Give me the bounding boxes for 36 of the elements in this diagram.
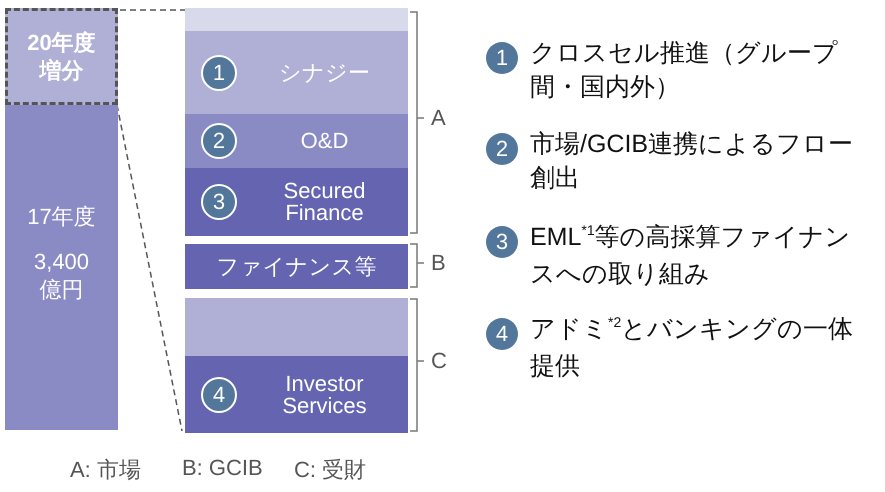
bar-segment (185, 168, 408, 236)
bar-segment (185, 114, 408, 168)
number-circle: 2 (486, 133, 518, 165)
number-circle: 1 (486, 42, 518, 74)
list-text: アドミ$^{*2}$とバンキングの一体提供 (530, 313, 854, 382)
legend-text: C: 受財 (294, 456, 366, 484)
bar-segment (185, 31, 408, 114)
segment-label: O&D (300, 130, 348, 152)
segment-label: ファイナンス等 (216, 256, 376, 278)
segment-label: Secured Finance (282, 180, 366, 224)
segment-label: Investor Services (281, 372, 368, 416)
bar-segment (185, 356, 408, 433)
group-letter: C (431, 348, 447, 374)
legend-text: B: GCIB (182, 455, 263, 481)
number-circle: 4 (201, 376, 237, 412)
dashed-box (5, 8, 118, 105)
group-letter: A (431, 105, 446, 131)
segment-label: シナジー (279, 62, 370, 84)
number-circle: 2 (201, 123, 237, 159)
bar-segment (185, 244, 408, 289)
list-text: EML$^{*1}$等の高採算ファイナンスへの取り組み (530, 221, 852, 290)
number-circle: 4 (486, 318, 518, 350)
bar-label: 3,400億円 (32, 248, 90, 304)
number-circle: 1 (201, 54, 237, 90)
bar-label: 17年度 (27, 203, 96, 231)
empty-bar-segment (185, 298, 408, 356)
number-circle: 3 (486, 226, 518, 258)
box-label: 20年度増分 (26, 29, 97, 84)
list-text: クロスセル推進（グループ間・国内外） (530, 38, 839, 103)
number-circle: 3 (201, 184, 237, 220)
list-text: 市場/GCIB連携によるフロー創出 (530, 129, 854, 194)
zoom-line (120, 9, 185, 11)
legend-text: A: 市場 (70, 456, 141, 484)
bar-segment (5, 105, 118, 430)
empty-bar-segment (185, 8, 408, 31)
group-letter: B (431, 250, 446, 276)
